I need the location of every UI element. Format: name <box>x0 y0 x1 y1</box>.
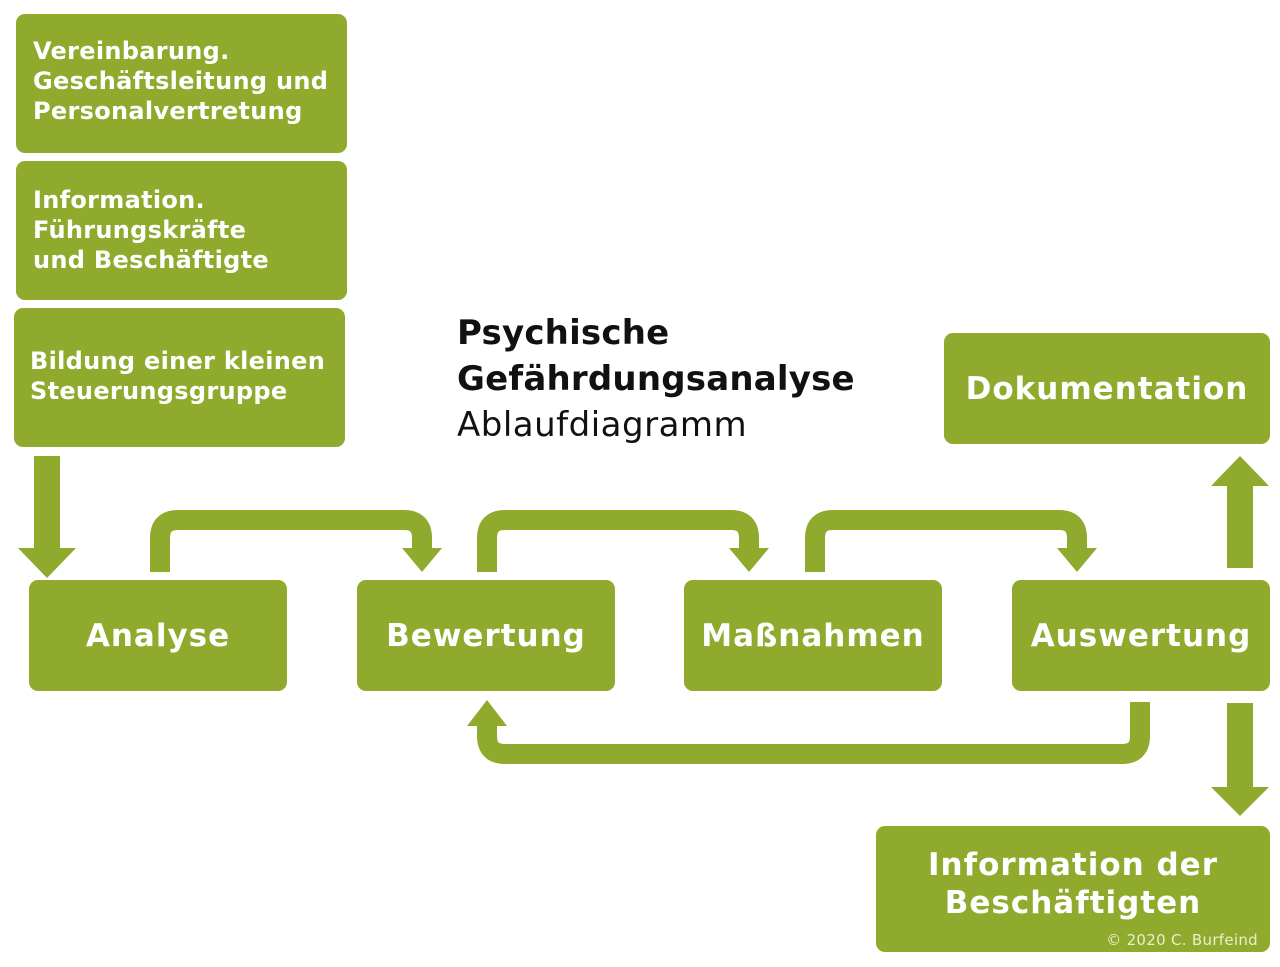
prep-step-label: Vereinbarung. Geschäftsleitung und Perso… <box>33 37 329 125</box>
process-step-label: Analyse <box>85 617 231 654</box>
process-step-label: Auswertung <box>1030 617 1252 654</box>
loop-arrow-massnahmen-auswertung <box>805 510 1087 572</box>
down-arrow-to-analyse-head <box>18 548 76 578</box>
arrowhead-to-massnahmen <box>729 548 769 572</box>
down-arrow-to-info-shaft <box>1227 703 1253 787</box>
diagram-title: Psychische Gefährdungsanalyse Ablaufdiag… <box>457 310 855 448</box>
prep-step-label: Information. Führungskräfte und Beschäft… <box>33 186 269 274</box>
arrowhead-to-bewertung <box>402 548 442 572</box>
prep-step-vereinbarung: Vereinbarung. Geschäftsleitung und Perso… <box>16 14 347 153</box>
output-label: Information der Beschäftigten <box>927 847 1218 921</box>
up-arrow-to-dokumentation-head <box>1211 456 1269 486</box>
up-arrow-to-dokumentation-shaft <box>1227 486 1253 568</box>
prep-step-information: Information. Führungskräfte und Beschäft… <box>16 161 347 300</box>
process-step-label: Maßnahmen <box>701 617 925 654</box>
loop-arrow-analyse-bewertung <box>150 510 432 572</box>
process-step-analyse: Analyse <box>29 580 287 691</box>
arrowhead-feedback-to-bewertung <box>467 700 507 726</box>
down-arrow-to-info-head <box>1211 787 1269 816</box>
arrowhead-to-auswertung <box>1057 548 1097 572</box>
down-arrow-to-analyse-shaft <box>34 456 60 548</box>
feedback-arrow-auswertung-bewertung <box>477 702 1150 764</box>
loop-arrow-bewertung-massnahmen <box>477 510 759 572</box>
process-step-bewertung: Bewertung <box>357 580 615 691</box>
output-information-beschaeftigte: Information der Beschäftigten <box>876 826 1270 952</box>
process-step-label: Bewertung <box>386 617 586 654</box>
copyright-notice: © 2020 C. Burfeind <box>1106 931 1258 949</box>
prep-step-label: Bildung einer kleinen Steuerungsgruppe <box>30 347 326 405</box>
diagram-title-main: Psychische Gefährdungsanalyse <box>457 313 855 399</box>
output-dokumentation: Dokumentation <box>944 333 1270 444</box>
prep-step-steuerungsgruppe: Bildung einer kleinen Steuerungsgruppe <box>14 308 345 447</box>
output-label: Dokumentation <box>965 370 1249 407</box>
process-step-auswertung: Auswertung <box>1012 580 1270 691</box>
diagram-subtitle: Ablaufdiagramm <box>457 405 748 445</box>
process-step-massnahmen: Maßnahmen <box>684 580 942 691</box>
